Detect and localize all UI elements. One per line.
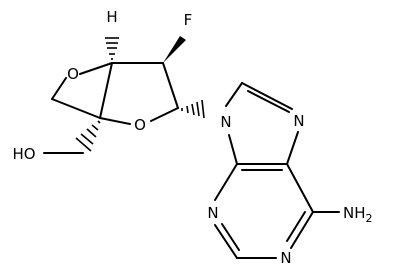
bond-n3-c2 [214,224,238,259]
bond-c6-c5 [286,163,314,213]
hashed-bond-hydrogen [105,37,119,60]
atom-label-hydroxyl: HO [12,145,35,163]
bond-c4-n3 [214,163,238,201]
bond-c4-n9 [228,134,238,165]
atom-label-amine: NH2 [343,204,373,225]
atom-label-n1: N [280,249,291,267]
atom-label-n7: N [293,112,304,130]
hashed-bond-glycosidic [181,99,205,119]
atom-label-n9: N [220,113,231,131]
bond-c8-n7 [241,82,293,110]
atom-label-fluorine: F [184,11,193,29]
bond-n1-c6-double [286,211,306,242]
atom-label-hydrogen: H [106,8,117,26]
bond-n7-c5 [286,131,299,165]
bond-o-ch2-oxetane [51,77,67,100]
bond-c1-c2 [162,62,179,109]
atom-label-furanose-o: O [134,116,146,134]
bond-n3-c2-double [221,223,240,251]
atom-label-oxetane-o: O [67,65,79,83]
bond-c5-o-oxetane [79,62,113,75]
bond-o-ring-c4 [99,117,131,125]
wedge-bond-fluorine [163,36,186,63]
bond-c8-n7-double [247,90,290,113]
atom-label-n3: N [207,204,218,222]
bond-c4-c5 [99,62,113,119]
bond-n9-c8 [225,82,243,107]
bond-ch2-c4 [51,98,101,119]
hashed-bond-ch2oh [75,120,101,152]
bond-n1-c6 [290,211,314,249]
bond-c2-o-ring [150,107,179,122]
